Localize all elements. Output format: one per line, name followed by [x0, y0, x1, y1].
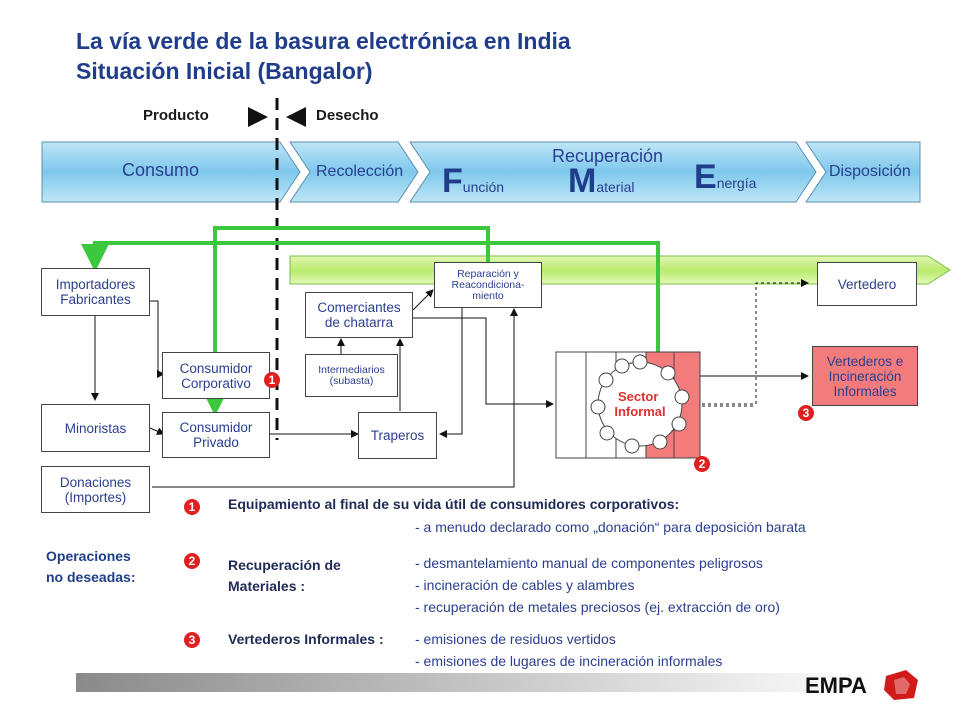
stage-disposicion: Disposición — [829, 163, 911, 180]
stage-energia: Energía — [694, 158, 757, 196]
item3-line2: - emisiones de lugares de incineración i… — [415, 653, 723, 669]
item1-title: Equipamiento al final de su vida útil de… — [228, 496, 680, 512]
stage-funcion: Función — [442, 162, 505, 200]
legend-badge-1: 1 — [184, 499, 200, 515]
sector-informal-label: Sector Informal — [614, 389, 665, 419]
badge-2: 2 — [694, 456, 710, 472]
stage-recuperacion: Recuperación — [552, 146, 664, 166]
box-consumidor-corporativo: Consumidor Corporativo — [162, 352, 270, 399]
stage-material: Material — [568, 162, 635, 200]
box-reparacion: Reparación y Reacondiciona- miento — [434, 262, 542, 308]
label-producto: Producto — [143, 107, 209, 124]
legend-badge-2: 2 — [184, 553, 200, 569]
empa-logo: EMPA — [805, 670, 918, 700]
legend-badge-3: 3 — [184, 632, 200, 648]
arrow-left-icon — [286, 107, 306, 127]
dashed-flow — [690, 279, 809, 405]
item2-line1: - desmantelamiento manual de componentes… — [415, 555, 763, 571]
green-flows — [81, 226, 660, 416]
box-intermediarios: Intermediarios (subasta) — [305, 354, 398, 397]
item2-title: Recuperación de Materiales : — [228, 557, 341, 594]
badge-1: 1 — [264, 372, 280, 388]
sector-informal-block: Sector Informal — [555, 351, 701, 459]
label-desecho: Desecho — [316, 107, 379, 124]
box-traperos: Traperos — [358, 412, 437, 459]
footer-bar — [76, 673, 876, 692]
stage-recoleccion: Recolección — [316, 163, 404, 180]
item1-line1: - a menudo declarado como „donación“ par… — [415, 519, 806, 535]
badge-3: 3 — [798, 405, 814, 421]
box-minoristas: Minoristas — [41, 404, 150, 452]
chevron-disposicion — [805, 141, 921, 203]
item2-line2: - incineración de cables y alambres — [415, 577, 635, 593]
box-donaciones: Donaciones (Importes) — [41, 466, 150, 513]
item2-line3: - recuperación de metales preciosos (ej.… — [415, 599, 780, 615]
item3-line1: - emisiones de residuos vertidos — [415, 631, 616, 647]
stage-consumo: Consumo — [122, 160, 200, 180]
page-subtitle: Situación Inicial (Bangalor) — [76, 58, 373, 84]
process-chevrons — [41, 141, 921, 203]
arrow-right-icon — [248, 107, 268, 127]
item3-title: Vertederos Informales : — [228, 631, 384, 647]
chevron-recuperacion — [409, 141, 817, 203]
box-importadores: Importadores Fabricantes — [41, 268, 150, 316]
chevron-consumo — [41, 141, 301, 203]
chevron-recoleccion — [289, 141, 419, 203]
box-comerciantes: Comerciantes de chatarra — [305, 292, 413, 338]
box-consumidor-privado: Consumidor Privado — [162, 412, 270, 458]
empa-logo-text: EMPA — [805, 673, 867, 698]
box-vertedero: Vertedero — [817, 262, 917, 306]
operations-label: Operaciones no deseadas: — [46, 548, 136, 585]
box-vertederos-informales: Vertederos e Incineración Informales — [812, 346, 918, 406]
page-title: La vía verde de la basura electrónica en… — [76, 28, 571, 54]
black-flows — [91, 289, 809, 488]
